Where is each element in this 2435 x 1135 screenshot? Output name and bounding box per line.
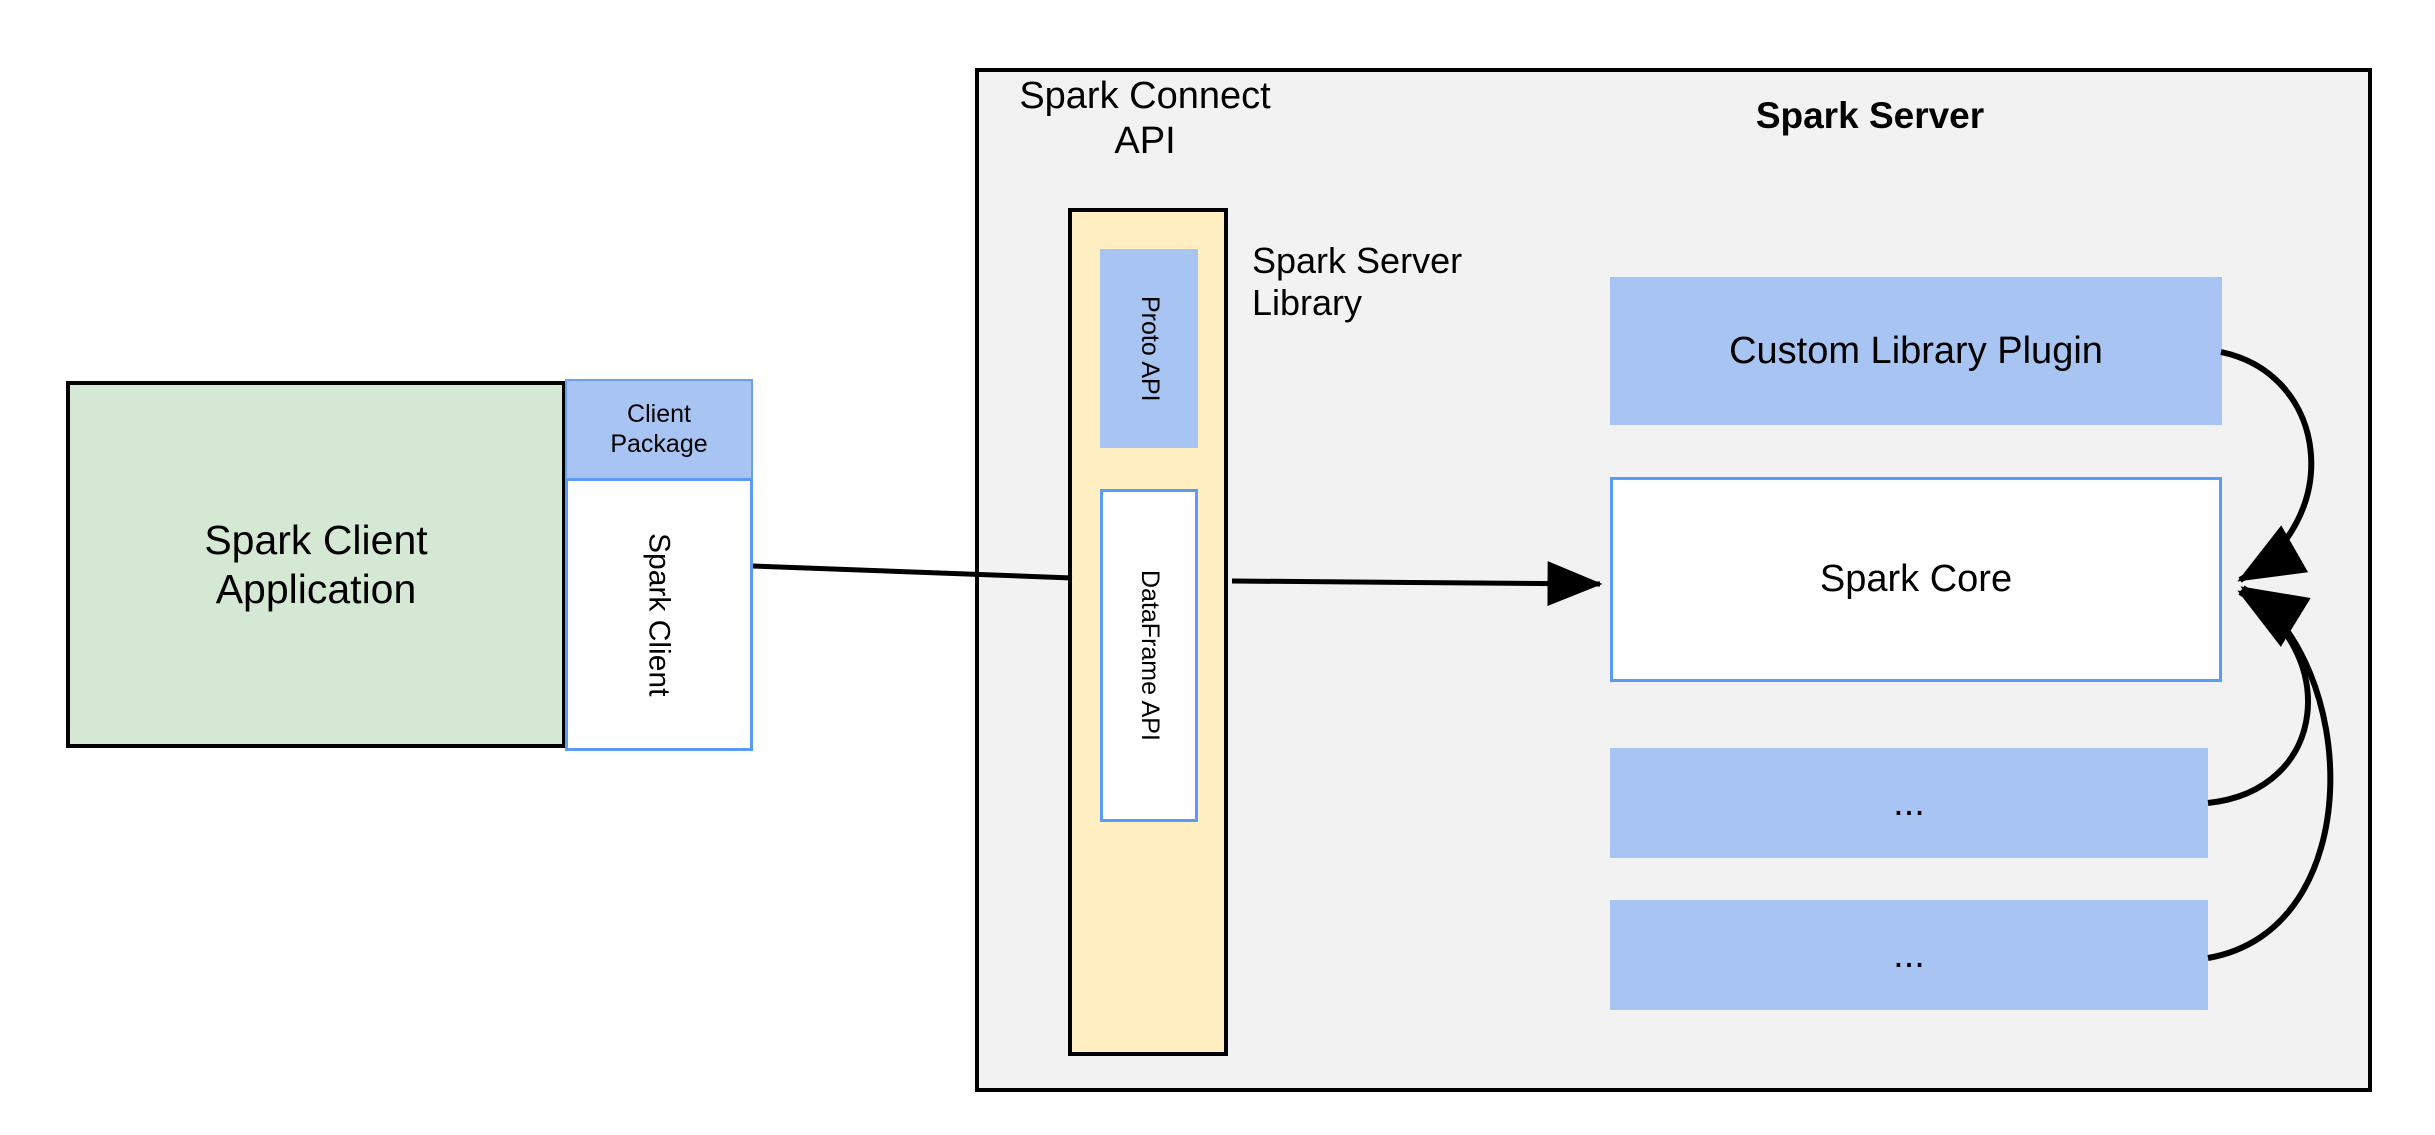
spark-server-library-label: Spark Server Library xyxy=(1252,240,1552,330)
spark-core-box[interactable]: Spark Core xyxy=(1610,477,2222,682)
spark-connect-api-title: Spark Connect API xyxy=(1000,70,1290,162)
server-component-ellipsis-one-label: ... xyxy=(1893,781,1925,824)
custom-library-plugin-box[interactable]: Custom Library Plugin xyxy=(1610,277,2222,425)
dataframe-api-label: DataFrame API xyxy=(1135,570,1164,741)
proto-api-label: Proto API xyxy=(1135,295,1164,402)
spark-core-label: Spark Core xyxy=(1819,558,2013,601)
spark-server-library-label-line2: Library xyxy=(1252,282,1363,324)
proto-api-box[interactable]: Proto API xyxy=(1100,249,1198,448)
spark-connect-api-title-line2: API xyxy=(1114,119,1176,162)
spark-client-application-label-line2: Application xyxy=(215,565,417,612)
spark-client-box[interactable]: Spark Client xyxy=(565,478,753,751)
spark-server-title: Spark Server xyxy=(1755,95,1985,137)
spark-client-application-box[interactable]: Spark Client Application xyxy=(66,381,566,748)
server-component-ellipsis-one[interactable]: ... xyxy=(1610,748,2208,858)
dataframe-api-box[interactable]: DataFrame API xyxy=(1100,489,1198,822)
spark-connect-api-title-line1: Spark Connect xyxy=(1019,75,1271,117)
spark-client-application-label-line1: Spark Client xyxy=(204,517,428,564)
spark-client-application-label: Spark Client Application xyxy=(192,516,439,613)
client-package-label-line2: Package xyxy=(610,429,708,458)
custom-library-plugin-label: Custom Library Plugin xyxy=(1729,329,2103,372)
spark-client-label: Spark Client xyxy=(642,532,676,697)
server-component-ellipsis-two-label: ... xyxy=(1893,933,1925,976)
client-package-label-line1: Client xyxy=(627,400,691,428)
spark-server-library-label-line1: Spark Server xyxy=(1252,240,1463,281)
client-package-label: Client Package xyxy=(610,400,707,459)
client-package-box[interactable]: Client Package xyxy=(565,379,753,478)
server-component-ellipsis-two[interactable]: ... xyxy=(1610,900,2208,1010)
